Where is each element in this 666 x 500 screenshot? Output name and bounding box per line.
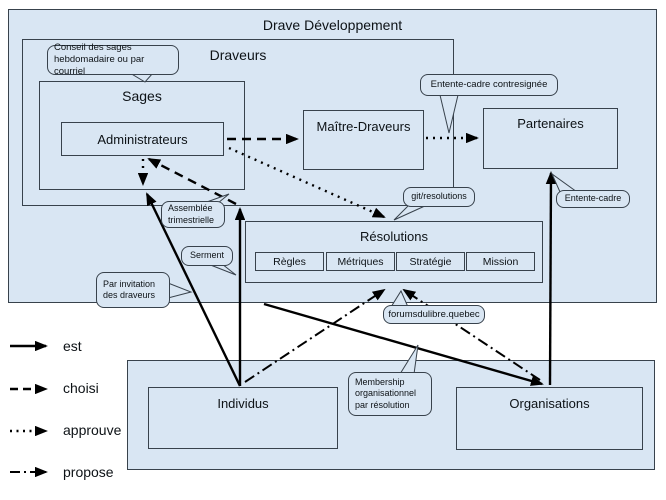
box-mission-label: Mission — [482, 255, 519, 268]
callout-serment-text: Serment — [189, 250, 224, 261]
box-strategie-label: Stratégie — [409, 255, 452, 268]
box-metriques-label: Métriques — [337, 255, 384, 268]
callout-git-text: git/resolutions — [411, 191, 467, 202]
box-individus: Individus — [148, 387, 338, 449]
callout-conseil: Conseil des sages hebdomadaire ou par co… — [47, 42, 179, 77]
callout-serment: Serment — [181, 246, 233, 266]
box-partenaires: Partenaires — [483, 108, 618, 169]
box-draveurs-label: Draveurs — [209, 47, 267, 63]
box-mission: Mission — [466, 252, 535, 271]
box-organisations: Organisations — [456, 387, 643, 450]
callout-membership-text: Membership organisationnel par résolutio… — [355, 377, 417, 410]
box-resolutions-label: Résolutions — [360, 229, 428, 244]
callout-forums-text: forumsdulibre.quebec — [388, 308, 480, 320]
callout-membership: Membership organisationnel par résolutio… — [348, 372, 432, 416]
callout-git: git/resolutions — [403, 187, 475, 207]
box-regles: Règles — [255, 252, 324, 271]
callout-assemblee-text: Assemblée trimestrielle — [168, 203, 215, 225]
callout-invitation-text: Par invitation des draveurs — [103, 278, 156, 300]
callout-entente-text: Entente-cadre — [564, 193, 622, 204]
callout-entente-contresignee-text: Entente-cadre contresignée — [430, 79, 548, 91]
callout-entente: Entente-cadre — [556, 190, 630, 208]
box-individus-label: Individus — [217, 396, 269, 411]
box-sages-label: Sages — [122, 88, 162, 104]
box-maitre-draveurs-label: Maître-Draveurs — [316, 119, 411, 134]
box-organisations-label: Organisations — [509, 396, 590, 411]
legend-label-choisi: choisi — [63, 380, 99, 396]
box-drave-developpement-label: Drave Développement — [262, 17, 403, 33]
box-metriques: Métriques — [326, 252, 395, 271]
box-partenaires-label: Partenaires — [517, 116, 584, 131]
legend-label-propose: propose — [63, 464, 114, 480]
callout-invitation: Par invitation des draveurs — [96, 272, 170, 308]
callout-entente-contresignee: Entente-cadre contresignée — [420, 74, 558, 96]
box-administrateurs: Administrateurs — [61, 122, 224, 156]
box-maitre-draveurs: Maître-Draveurs — [303, 110, 424, 170]
callout-forums: forumsdulibre.quebec — [383, 305, 485, 324]
legend-label-est: est — [63, 338, 82, 354]
box-strategie: Stratégie — [396, 252, 465, 271]
legend-label-approuve: approuve — [63, 422, 122, 438]
box-regles-label: Règles — [273, 255, 306, 268]
box-administrateurs-label: Administrateurs — [97, 132, 188, 147]
callout-conseil-text: Conseil des sages hebdomadaire ou par co… — [54, 42, 145, 77]
callout-assemblee: Assemblée trimestrielle — [161, 201, 225, 228]
